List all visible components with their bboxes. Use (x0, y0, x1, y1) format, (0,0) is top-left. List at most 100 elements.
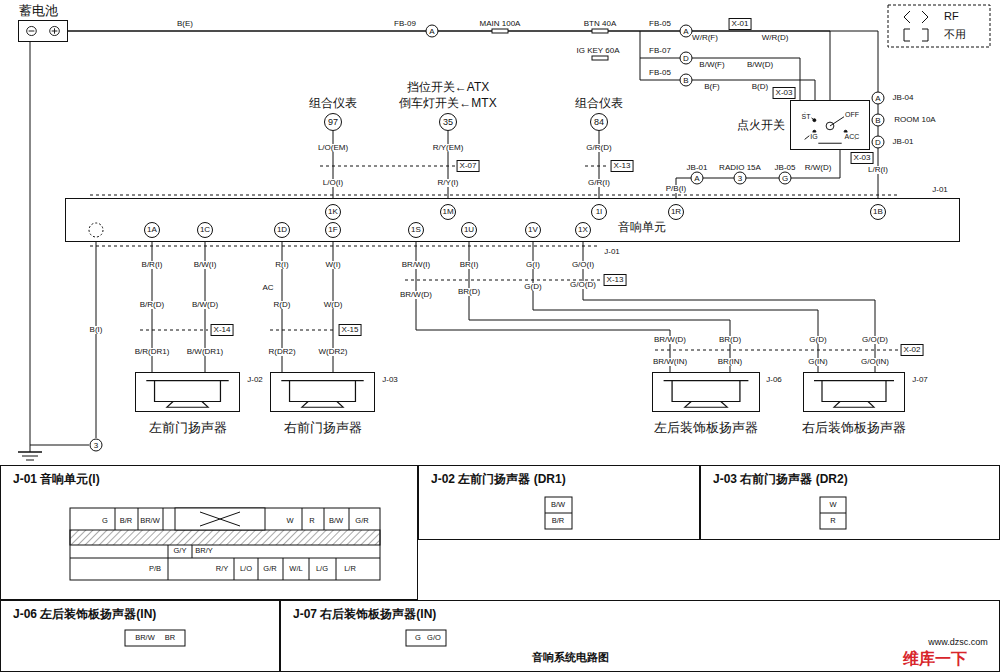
panel-heading: J-07 右后装饰板扬声器(IN) (293, 608, 436, 622)
wire-code: G/Y (173, 547, 188, 555)
wire-code: OFF (844, 111, 860, 118)
wire-code: R/Y(I) (437, 179, 460, 187)
wire-code: W(I) (324, 261, 341, 269)
wire (68, 31, 830, 100)
wire-code: W/R(D) (761, 34, 790, 42)
wire-code: B/R (551, 517, 566, 525)
wire-code: R (829, 517, 836, 525)
wire-code: FB-09 (393, 20, 417, 28)
wire-code: BR/W(I) (401, 261, 431, 269)
wire (599, 131, 600, 198)
wire-code: B/W(D) (746, 61, 774, 69)
node-label: 左前门扬声器 (149, 421, 227, 436)
connector-id: X-13 (604, 274, 627, 286)
wire-code: W/L (288, 565, 303, 573)
wire-code: B/W (550, 501, 566, 509)
wire-code: B(E) (176, 20, 194, 28)
component-name: 组合仪表 (575, 95, 623, 111)
wire-code: B(I) (89, 326, 104, 334)
connector-id: X-03 (773, 87, 796, 99)
wire-code: L/R(I) (867, 166, 889, 174)
circle-tag: B (680, 74, 693, 87)
wire-code: J-01 (603, 248, 621, 256)
connector-panel: J-01 音响单元(I) (0, 465, 418, 600)
panel-heading: J-02 左前门扬声器 (DR1) (431, 473, 566, 487)
wire-code: G (101, 517, 109, 525)
speaker: 左后装饰板扬声器 (652, 372, 760, 412)
wire-code: B(D) (751, 83, 769, 91)
wire-code: B(F) (703, 83, 721, 91)
wire-code: G/R(I) (587, 179, 611, 187)
wire-code: G/R(D) (585, 144, 612, 152)
wire-code: B/R (119, 517, 134, 525)
wire-code: B/R(D) (139, 301, 165, 309)
wire-code: W/R(F) (691, 34, 719, 42)
wire-code: FB-05 (648, 20, 672, 28)
connector-id: X-02 (901, 344, 924, 356)
legend-text: RF (944, 11, 959, 22)
pin-number: 1U (461, 222, 477, 238)
watermark: 维库一下 (902, 651, 968, 667)
component-name: 倒车灯开关←MTX (399, 95, 496, 111)
wire-code: G/R (354, 517, 369, 525)
wire-code: B/W (328, 517, 344, 525)
component-name: 挡位开关←ATX (399, 79, 496, 95)
panel-heading: J-01 音响单元(I) (13, 473, 100, 487)
wire (333, 131, 334, 198)
wire-code: R/Y(EM) (432, 144, 465, 152)
pin-number: 1D (274, 222, 290, 238)
circle-tag: A (691, 172, 704, 185)
panel-heading: J-06 左后装饰板扬声器(IN) (13, 608, 156, 622)
wire-code: G/O(I) (571, 261, 595, 269)
circle-tag: D (872, 136, 885, 149)
wire-code: G/O(D) (569, 281, 597, 289)
wire-code: W (285, 517, 294, 525)
wire-code: G (414, 634, 422, 642)
component-name: 组合仪表 (309, 95, 357, 111)
wire-code: J-03 (381, 376, 399, 384)
circle-tag: B (872, 114, 885, 127)
pin-number: 1K (325, 204, 341, 220)
component-circle: 35挡位开关←ATX倒车灯开关←MTX (439, 113, 457, 131)
pin-number: 1V (525, 222, 541, 238)
wire (533, 242, 818, 372)
wire (583, 242, 875, 372)
ignition-switch: 点火开关 (790, 100, 870, 150)
node-label: 右后装饰板扬声器 (802, 421, 906, 436)
wire-code: BR/W(D) (653, 336, 687, 344)
wire-code: R/Y (215, 565, 230, 573)
circle-number: 84 (594, 117, 604, 127)
wire-code: MAIN 100A (479, 20, 522, 28)
wire-code: IG KEY 60A (576, 47, 621, 55)
pin-number: 1R (668, 204, 684, 220)
speaker: 右前门扬声器 (270, 372, 375, 412)
component-circle: 84组合仪表 (590, 113, 608, 131)
connector-id: X-03 (851, 152, 874, 164)
wire-code: BR/Y (194, 547, 214, 555)
wire-code: G/O(D) (861, 336, 889, 344)
connector-id: X-07 (457, 160, 480, 172)
pin-number: 1F (325, 222, 341, 238)
wire-code: G/R (262, 565, 277, 573)
wire-code: AC (261, 284, 274, 292)
component-circle: 97组合仪表 (324, 113, 342, 131)
circle-tag: G (779, 172, 792, 185)
circle-tag: 3 (90, 439, 103, 452)
wire-code: B/W(DR1) (186, 348, 224, 356)
wire (448, 131, 449, 198)
node-label: 左后装饰板扬声器 (654, 421, 758, 436)
wire-code: J-01 (931, 186, 949, 194)
connector-id: X-15 (339, 324, 362, 336)
wire-code: BR/W (139, 517, 161, 525)
connector-panel: J-03 右前门扬声器 (DR2) (700, 465, 1000, 540)
component-heading-group: 挡位开关←ATX倒车灯开关←MTX (399, 79, 496, 111)
panel-heading: J-03 右前门扬声器 (DR2) (713, 473, 848, 487)
wire-code: L/O(EM) (317, 144, 349, 152)
speaker: 右后装饰板扬声器 (803, 372, 905, 412)
wire-code: R (308, 517, 315, 525)
wire-code: L/G (315, 565, 329, 573)
wire-code: R(D) (273, 301, 292, 309)
wire-code: J-07 (911, 376, 929, 384)
node-label: 点火开关 (737, 119, 785, 133)
pin-number: 1S (408, 222, 424, 238)
